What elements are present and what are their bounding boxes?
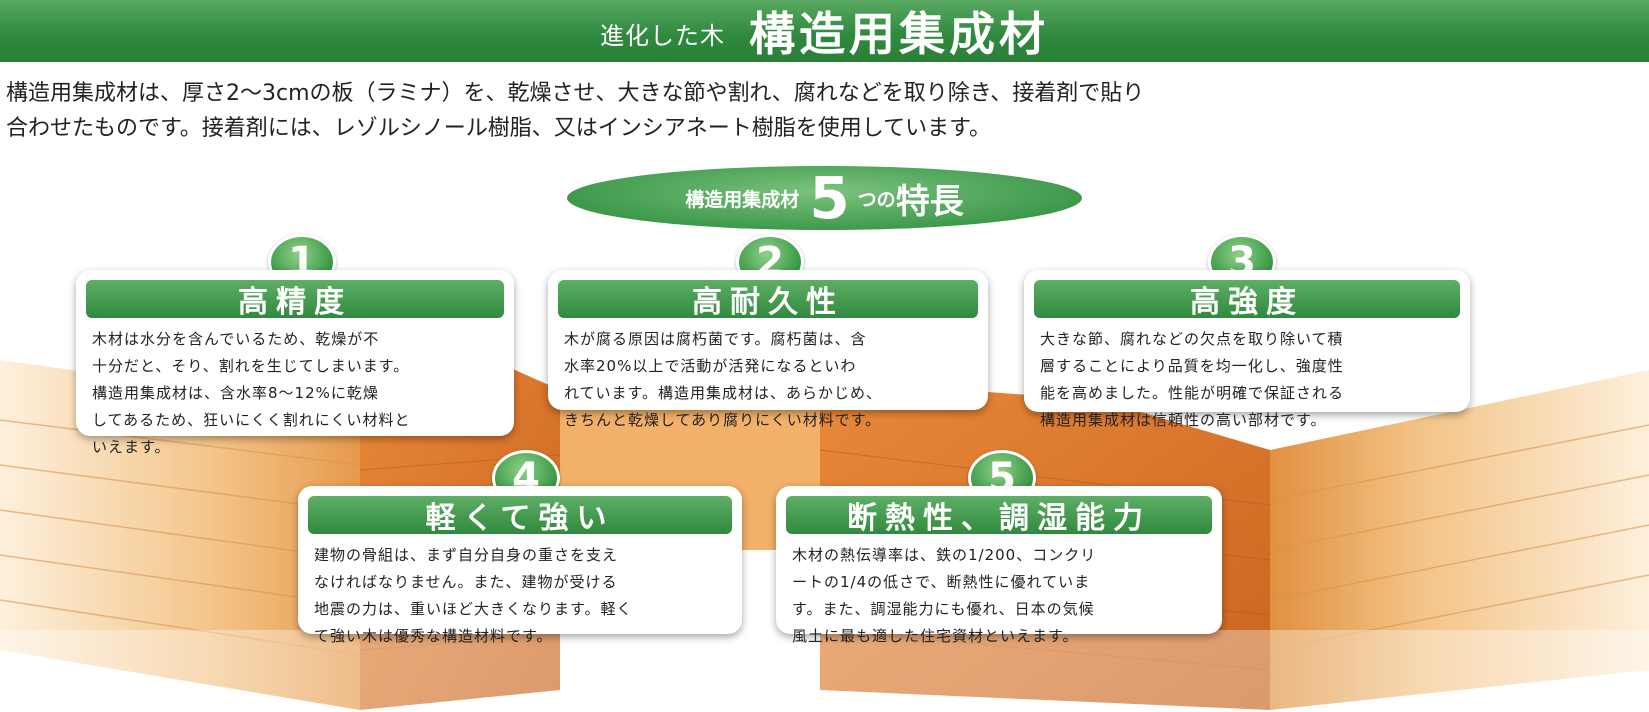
- oval-label: 構造用集成材: [685, 188, 800, 211]
- feature-2-line: 水率20%以上で活動が活発になるといわ: [564, 357, 857, 375]
- feature-5-line: 木材の熱伝導率は、鉄の1/200、コンクリ: [792, 546, 1097, 564]
- feature-3-description: 大きな節、腐れなどの欠点を取り除いて積 層することにより品質を均一化し、強度性 …: [1040, 326, 1456, 434]
- feature-card-1: 高精度 木材は水分を含んでいるため、乾燥が不 十分だと、そり、割れを生じてしまい…: [76, 270, 514, 456]
- feature-4-description: 建物の骨組は、まず自分自身の重さを支え なければなりません。また、建物が受ける …: [314, 542, 728, 650]
- feature-1-title: 高精度: [86, 280, 504, 320]
- feature-1-line: してあるため、狂いにくく割れにくい材料と: [92, 411, 411, 429]
- feature-5-title: 断熱性、調湿能力: [786, 496, 1212, 536]
- feature-4-title: 軽くて強い: [308, 496, 732, 536]
- oval-number: 5: [809, 164, 850, 232]
- header-bar: 進化した木 構造用集成材: [0, 0, 1649, 62]
- feature-5-line: 風土に最も適した住宅資材といえます。: [792, 627, 1079, 645]
- feature-3-line: 構造用集成材は信頼性の高い部材です。: [1040, 411, 1327, 429]
- feature-3-line: 能を高めました。性能が明確で保証される: [1040, 384, 1345, 402]
- oval-features-word: 特長: [895, 181, 964, 222]
- feature-5-description: 木材の熱伝導率は、鉄の1/200、コンクリ ートの1/4の低さで、断熱性に優れて…: [792, 542, 1208, 650]
- feature-1-line: 構造用集成材は、含水率8～12%に乾燥: [92, 384, 379, 402]
- feature-1-line: いえます。: [92, 438, 171, 456]
- feature-1-line: 木材は水分を含んでいるため、乾燥が不: [92, 330, 380, 348]
- feature-4-line: なければなりません。また、建物が受ける: [314, 573, 618, 591]
- feature-2-line: きちんと乾燥してあり腐りにくい材料です。: [564, 411, 882, 429]
- feature-3-line: 大きな節、腐れなどの欠点を取り除いて積: [1040, 330, 1344, 348]
- feature-1-line: 十分だと、そり、割れを生じてしまいます。: [92, 357, 410, 375]
- header-title: 構造用集成材: [749, 7, 1049, 61]
- feature-2-description: 木が腐る原因は腐朽菌です。腐朽菌は、含 水率20%以上で活動が活発になるといわ …: [564, 326, 974, 434]
- intro-line-1: 構造用集成材は、厚さ2～3cmの板（ラミナ）を、乾燥させ、大きな節や割れ、腐れな…: [6, 81, 1145, 106]
- feature-card-4: 軽くて強い 建物の骨組は、まず自分自身の重さを支え なければなりません。また、建…: [298, 486, 742, 645]
- oval-particle: つの: [857, 188, 896, 211]
- feature-card-3: 高強度 大きな節、腐れなどの欠点を取り除いて積 層することにより品質を均一化し、…: [1024, 270, 1470, 429]
- intro-line-2: 合わせたものです。接着剤には、レゾルシノール樹脂、又はインシアネート樹脂を使用し…: [6, 116, 991, 141]
- feature-5-line: す。また、調湿能力にも優れ、日本の気候: [792, 600, 1095, 618]
- feature-3-line: 層することにより品質を均一化し、強度性: [1040, 357, 1344, 375]
- features-heading-oval: 構造用集成材 5 つの 特長: [567, 166, 1082, 230]
- feature-card-2: 高耐久性 木が腐る原因は腐朽菌です。腐朽菌は、含 水率20%以上で活動が活発にな…: [548, 270, 988, 429]
- intro-text: 構造用集成材は、厚さ2～3cmの板（ラミナ）を、乾燥させ、大きな節や割れ、腐れな…: [6, 76, 1646, 146]
- header-subtitle: 進化した木: [600, 21, 725, 50]
- feature-2-title: 高耐久性: [558, 280, 978, 320]
- feature-4-line: 建物の骨組は、まず自分自身の重さを支え: [314, 546, 619, 564]
- feature-4-line: 地震の力は、重いほど大きくなります。軽く: [314, 600, 633, 618]
- feature-2-line: れています。構造用集成材は、あらかじめ、: [564, 384, 883, 402]
- feature-4-line: て強い木は優秀な構造材料です。: [314, 627, 553, 645]
- feature-3-title: 高強度: [1034, 280, 1460, 320]
- feature-card-5: 断熱性、調湿能力 木材の熱伝導率は、鉄の1/200、コンクリ ートの1/4の低さ…: [776, 486, 1222, 645]
- feature-5-line: ートの1/4の低さで、断熱性に優れていま: [792, 573, 1091, 591]
- feature-2-line: 木が腐る原因は腐朽菌です。腐朽菌は、含: [564, 330, 867, 348]
- feature-1-description: 木材は水分を含んでいるため、乾燥が不 十分だと、そり、割れを生じてしまいます。 …: [92, 326, 500, 461]
